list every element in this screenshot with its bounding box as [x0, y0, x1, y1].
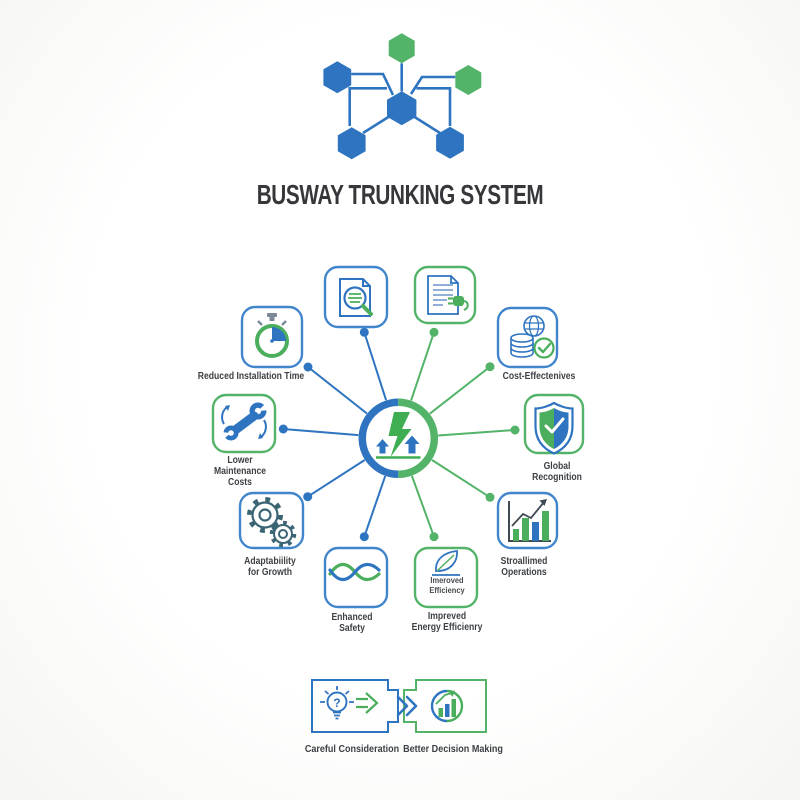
label-inner-improved-efficiency: Imeroved Efficiency [429, 575, 465, 595]
label-careful-consideration: Careful Consideration [304, 743, 400, 755]
shield-check-icon [534, 401, 574, 455]
gears-icon [247, 497, 297, 548]
hexagon-center [387, 91, 417, 126]
stopwatch-icon [255, 313, 289, 358]
hub-ring-right [398, 398, 438, 479]
growth-chart-icon [508, 499, 551, 542]
energy-hub-icon [358, 398, 438, 479]
double-line-arrow-icon [356, 692, 379, 714]
better-decision-box [403, 679, 487, 733]
double-chevron-icon [396, 695, 418, 717]
plug-icon [448, 296, 469, 311]
node-box-enhanced-safety [323, 546, 389, 609]
hexagon-top [388, 33, 415, 64]
benefits-radial-diagram [211, 265, 585, 609]
footer-flow-diagram [311, 679, 487, 733]
label-reduced-installation-time: Reduced Installation Time [197, 371, 305, 382]
label-enhanced-safety: Enhanced Safety [331, 612, 373, 634]
logo-connector-lines [348, 63, 456, 135]
hexagon-network-logo [323, 33, 482, 160]
label-improved-energy-efficiency: Impreved Energy Efficienry [411, 611, 483, 633]
lightbulb-question-icon [320, 686, 354, 720]
up-arrow-right-icon [404, 435, 420, 454]
circle-growth-chart-icon [430, 689, 464, 723]
spoke-lines [283, 331, 516, 538]
up-arrow-left-icon [376, 439, 389, 454]
label-global-recognition: Global Recognition [532, 461, 582, 483]
document-plug-icon [427, 275, 469, 315]
spoke-end-dots [278, 327, 520, 542]
careful-consideration-box [311, 679, 399, 733]
lightning-bolt-icon [388, 412, 412, 457]
hexagon-bottom-right [436, 126, 464, 159]
hexagon-left [323, 61, 352, 94]
label-streamlined-operations: Stroallimed Operations [500, 556, 548, 578]
hexagon-right [455, 65, 482, 95]
leaf-icon [432, 550, 460, 576]
waves-icon [328, 562, 381, 582]
hub-ring-left [358, 398, 399, 479]
page-title: BUSWAY TRUNKING SYSTEM [256, 179, 544, 210]
document-magnifier-icon [339, 278, 373, 317]
hexagon-bottom-left [337, 127, 366, 160]
question-mark-glyph: ? [333, 696, 341, 710]
label-better-decision-making: Better Decision Making [403, 743, 503, 755]
coins-globe-check-icon [510, 315, 555, 359]
node-box-improved-energy-efficiency [413, 546, 479, 609]
label-cost-effectiveness: Cost-Effectenives [502, 371, 576, 382]
label-lower-maintenance-costs: Lower Maintenance Costs [213, 455, 267, 488]
wrench-icon [220, 401, 270, 441]
label-adaptability-for-growth: Adaptabiility for Growth [244, 556, 296, 578]
